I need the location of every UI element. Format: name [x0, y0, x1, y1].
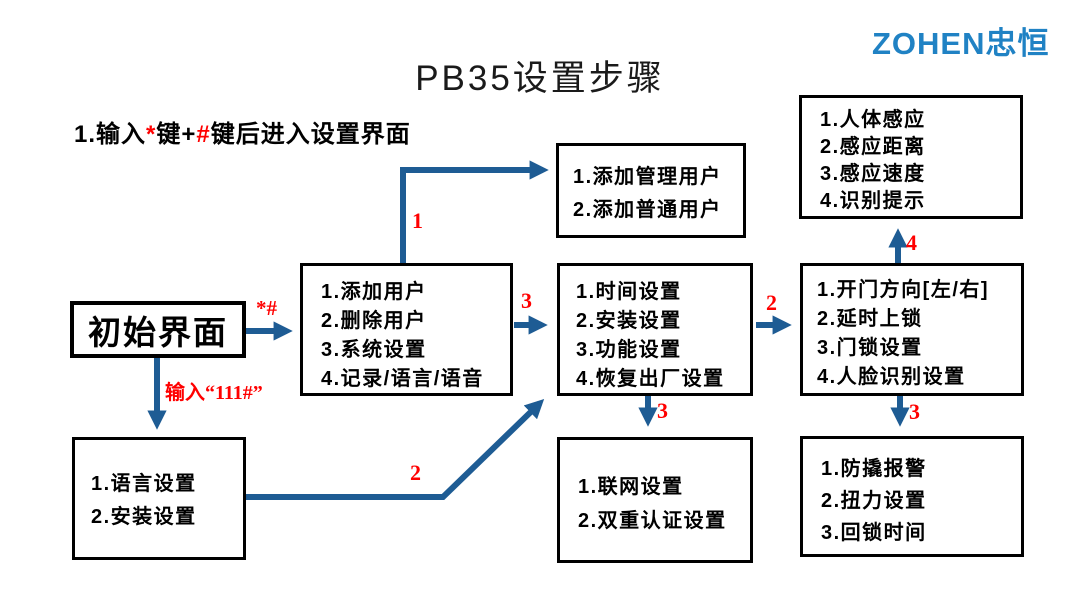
menu-item: 2.安装设置	[576, 310, 682, 332]
menu-item: 1.时间设置	[576, 281, 682, 303]
instruction-part2: 键+	[156, 121, 197, 148]
brand-logo: ZOHEN忠恒	[872, 18, 1050, 63]
brand-logo-cn: 忠恒	[985, 26, 1050, 61]
menu-item: 2.双重认证设置	[578, 510, 727, 532]
edge-label-language-to-system: 2	[410, 460, 421, 485]
node-network-menu: 1.联网设置 2.双重认证设置	[557, 437, 753, 563]
edge-label-main-to-add-user: 1	[412, 208, 423, 233]
instruction-part1: 1.输入	[74, 121, 147, 148]
menu-item: 1.人体感应	[820, 109, 926, 131]
menu-item: 1.防撬报警	[821, 458, 927, 480]
instruction-text: 1.输入*键+#键后进入设置界面	[74, 114, 411, 149]
node-sensor-menu: 1.人体感应 2.感应距离 3.感应速度 4.识别提示	[799, 95, 1023, 219]
node-system-menu: 1.时间设置 2.安装设置 3.功能设置 4.恢复出厂设置	[557, 263, 753, 396]
menu-item: 4.恢复出厂设置	[576, 368, 725, 390]
page-title: PB35设置步骤	[415, 59, 665, 98]
menu-item: 4.识别提示	[820, 190, 926, 212]
menu-item: 2.扭力设置	[821, 490, 927, 512]
menu-item: 3.系统设置	[321, 339, 427, 361]
menu-item: 2.添加普通用户	[573, 199, 722, 221]
menu-item: 4.人脸识别设置	[817, 366, 966, 388]
menu-item: 4.记录/语言/语音	[321, 368, 484, 390]
menu-item: 3.回锁时间	[821, 522, 927, 544]
node-main-menu: 1.添加用户 2.删除用户 3.系统设置 4.记录/语言/语音	[300, 263, 513, 396]
node-add-user-menu: 1.添加管理用户 2.添加普通用户	[556, 143, 746, 238]
menu-item: 1.添加管理用户	[573, 166, 722, 188]
node-language-menu: 1.语言设置 2.安装设置	[72, 437, 246, 560]
edge-label-lock-to-sensor: 4	[906, 230, 917, 255]
brand-logo-en: ZOHEN	[872, 26, 986, 61]
edge-label-lock-to-alarm: 3	[909, 399, 920, 424]
node-initial-screen-label: 初始界面	[88, 313, 228, 351]
node-initial-screen: 初始界面	[70, 301, 246, 358]
menu-item: 3.感应速度	[820, 163, 926, 185]
edge-label-main-to-system: 3	[521, 288, 532, 313]
menu-item: 1.联网设置	[578, 476, 684, 498]
instruction-star: *	[146, 121, 157, 148]
arrow-main-to-add-user	[400, 160, 549, 263]
edge-label-system-to-network: 3	[657, 398, 668, 423]
menu-item: 2.安装设置	[91, 506, 197, 528]
edge-label-start-to-language: 输入“111#”	[165, 382, 263, 404]
edge-label-start-to-main: *#	[256, 296, 277, 320]
node-alarm-menu: 1.防撬报警 2.扭力设置 3.回锁时间	[800, 436, 1024, 557]
menu-item: 1.语言设置	[91, 473, 197, 495]
menu-item: 2.延时上锁	[817, 308, 923, 330]
menu-item: 1.添加用户	[321, 281, 427, 303]
edge-label-system-to-lock: 2	[766, 290, 777, 315]
arrow-language-to-system	[246, 398, 545, 500]
instruction-hash: #	[196, 121, 211, 148]
menu-item: 2.删除用户	[321, 310, 427, 332]
instruction-part3: 键后进入设置界面	[210, 121, 411, 148]
menu-item: 3.功能设置	[576, 339, 682, 361]
node-lock-menu: 1.开门方向[左/右] 2.延时上锁 3.门锁设置 4.人脸识别设置	[800, 263, 1024, 396]
menu-item: 3.门锁设置	[817, 337, 923, 359]
menu-item: 1.开门方向[左/右]	[817, 279, 990, 301]
menu-item: 2.感应距离	[820, 136, 926, 158]
